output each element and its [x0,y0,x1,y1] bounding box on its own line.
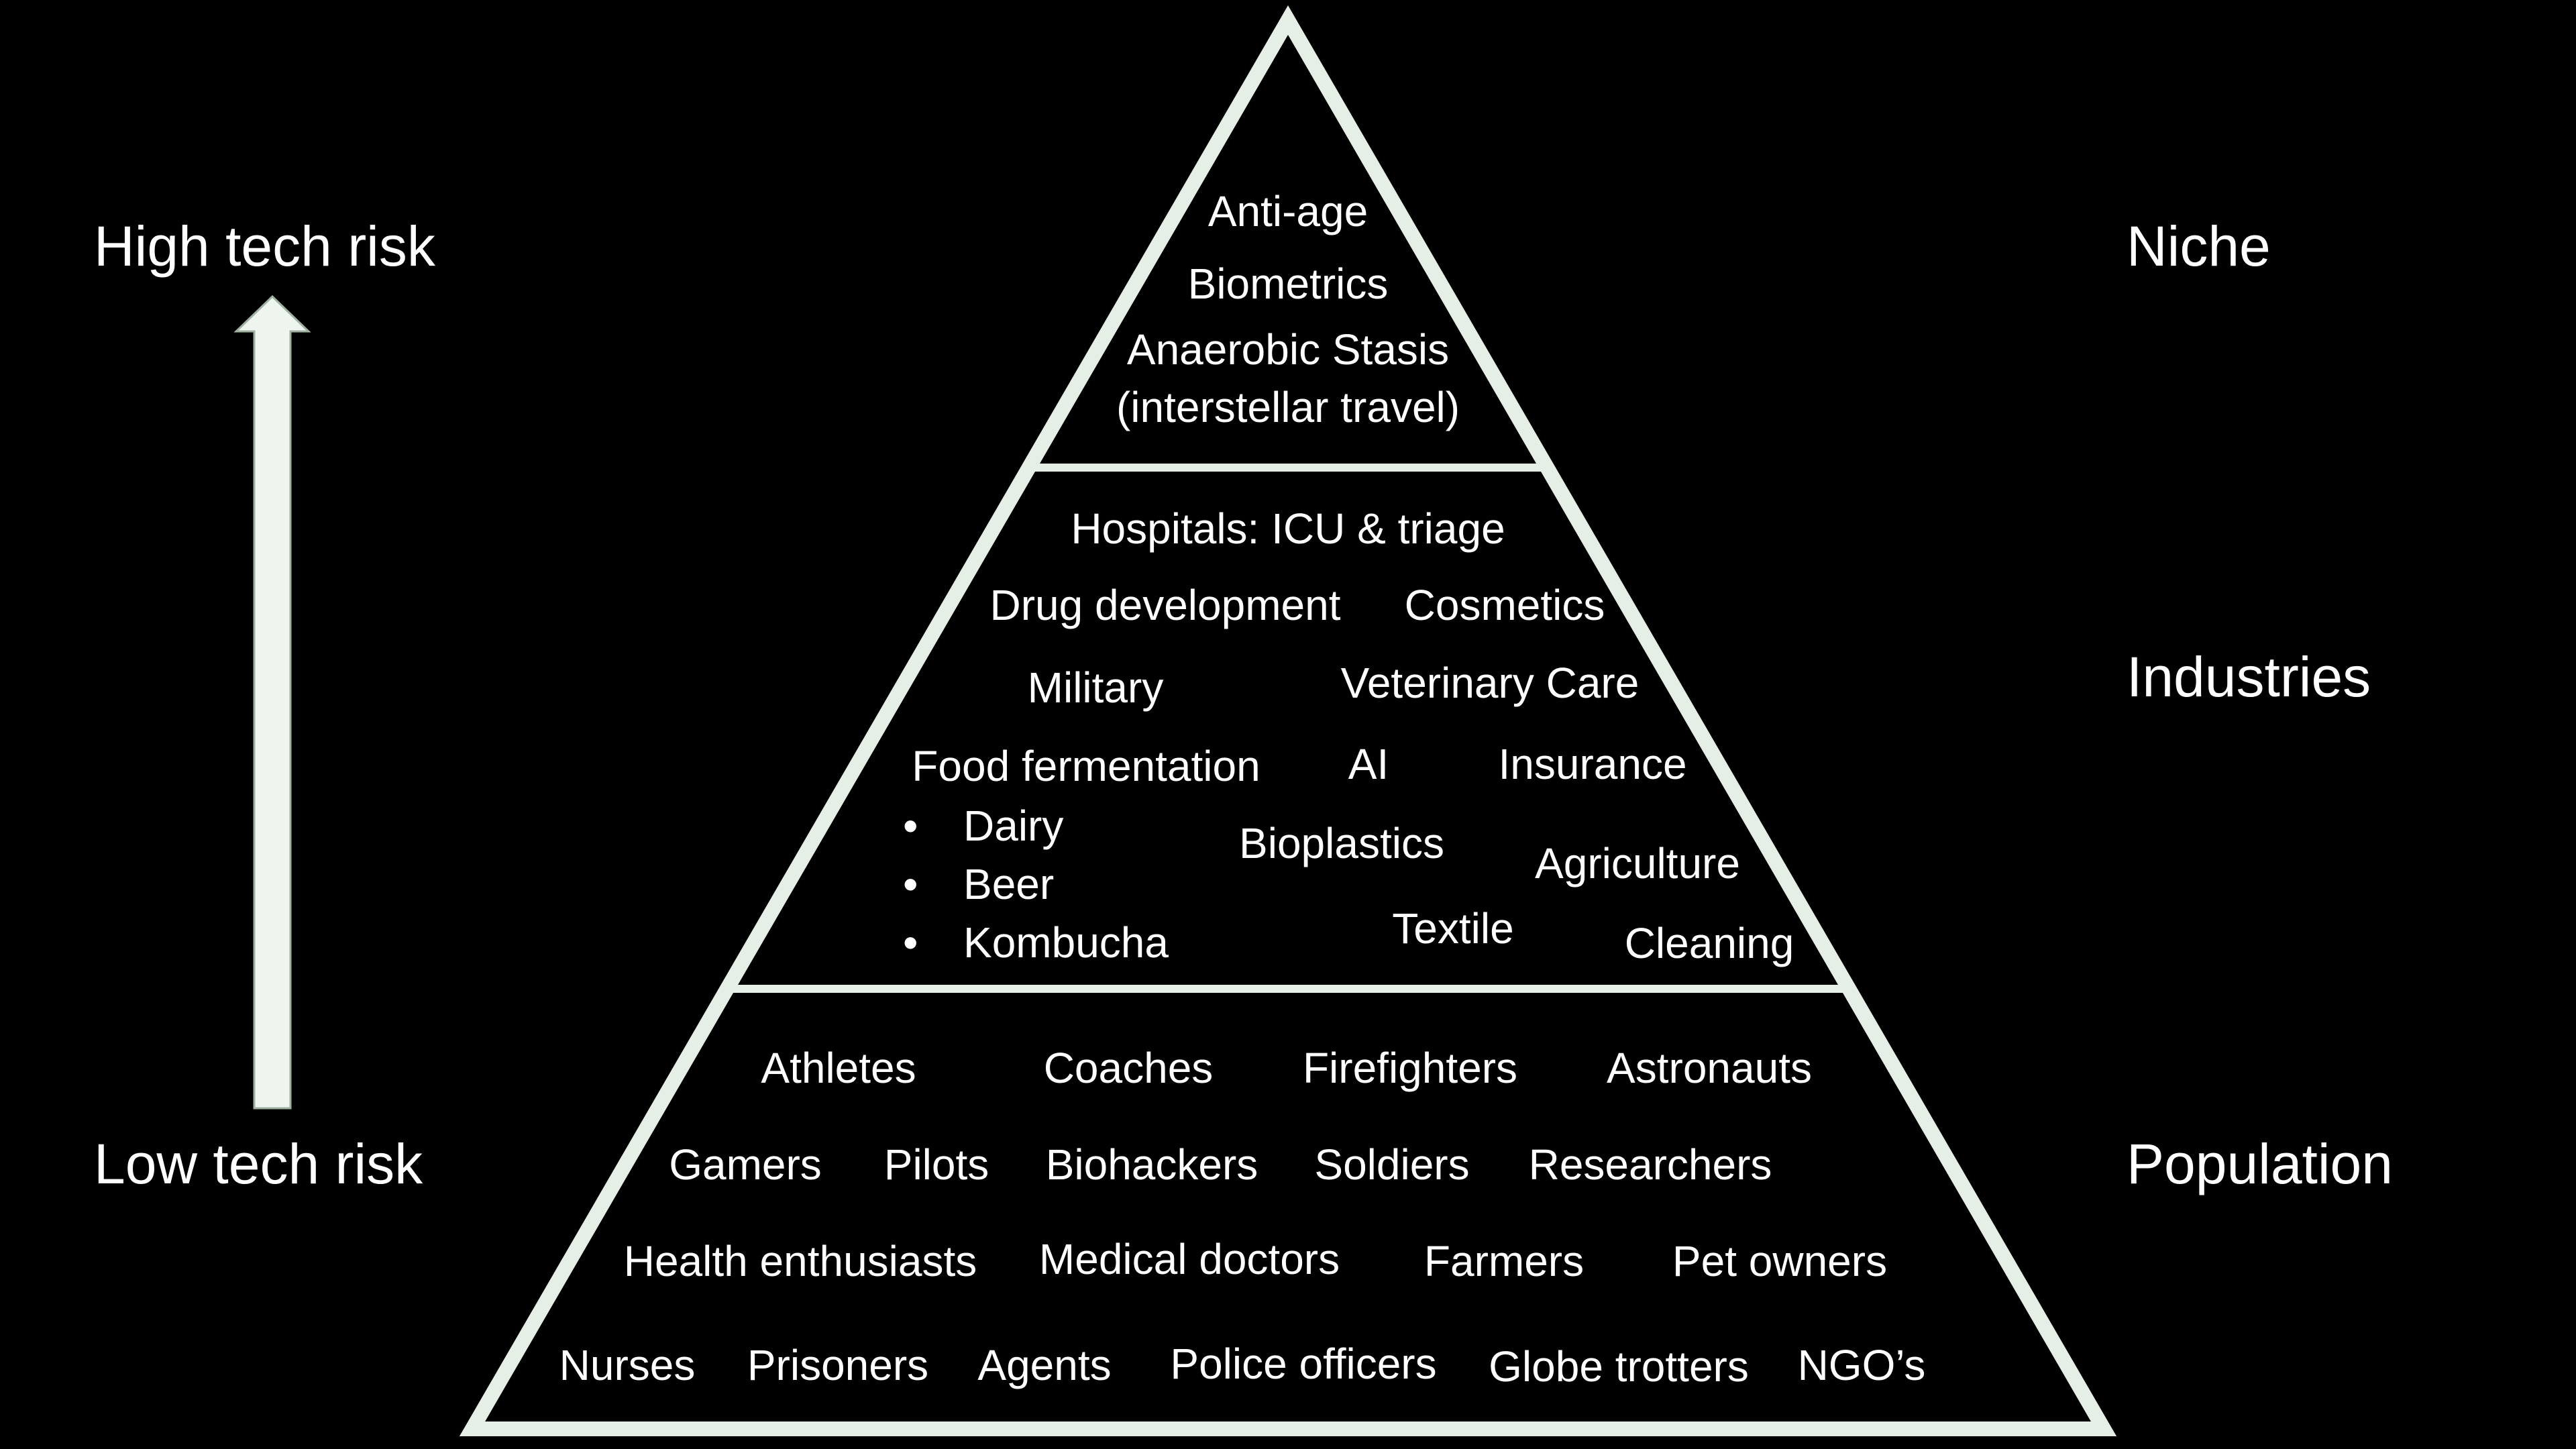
industry-cleaning: Cleaning [1624,919,1794,967]
niche-item: Anaerobic Stasis [1126,325,1450,374]
industry-military: Military [1027,663,1164,712]
population-item: Farmers [1424,1237,1585,1285]
industry-food-fermentation: Food fermentation [912,742,1260,790]
population-item: Medical doctors [1038,1235,1340,1283]
industry-ai: AI [1348,740,1389,788]
industry-hospitals: Hospitals: ICU & triage [1071,504,1505,553]
niche-item: Anti-age [1208,187,1368,235]
low-tech-risk-label: Low tech risk [94,1132,423,1195]
niche-item: Biometrics [1187,260,1389,308]
population-item: Biohackers [1045,1140,1258,1189]
list-item: Kombucha [903,914,1169,972]
industry-drug-development: Drug development [989,581,1341,629]
niche-label: Niche [2127,215,2271,278]
pyramid-outline [459,5,2117,1436]
population-item: Nurses [559,1341,696,1389]
industry-bioplastics: Bioplastics [1239,819,1444,867]
list-item: Beer [903,855,1169,914]
population-item: Soldiers [1314,1140,1470,1189]
industry-insurance: Insurance [1498,740,1687,788]
industry-cosmetics: Cosmetics [1404,581,1605,629]
up-arrow-icon [233,294,311,1110]
food-fermentation-list: Dairy Beer Kombucha [903,797,1169,972]
population-item: Athletes [761,1044,916,1092]
industry-textile: Textile [1392,904,1514,953]
list-item: Dairy [903,797,1169,855]
population-item: Health enthusiasts [623,1237,977,1285]
industry-veterinary-care: Veterinary Care [1340,659,1640,707]
industry-agriculture: Agriculture [1535,839,1740,888]
population-item: Firefighters [1302,1044,1518,1092]
high-tech-risk-label: High tech risk [94,215,435,278]
industries-label: Industries [2127,645,2371,708]
population-item: Coaches [1043,1044,1214,1092]
population-label: Population [2127,1132,2393,1195]
population-item: Police officers [1170,1340,1437,1388]
population-item: Gamers [669,1140,822,1189]
population-item: Globe trotters [1489,1342,1749,1391]
population-item: Astronauts [1607,1044,1812,1092]
population-item: Agents [977,1341,1112,1389]
population-item: Researchers [1528,1140,1772,1189]
population-item: Prisoners [747,1341,929,1389]
niche-item: (interstellar travel) [1116,383,1460,431]
population-item: NGO’s [1797,1341,1926,1389]
population-item: Pilots [883,1140,989,1189]
population-item: Pet owners [1672,1237,1888,1285]
